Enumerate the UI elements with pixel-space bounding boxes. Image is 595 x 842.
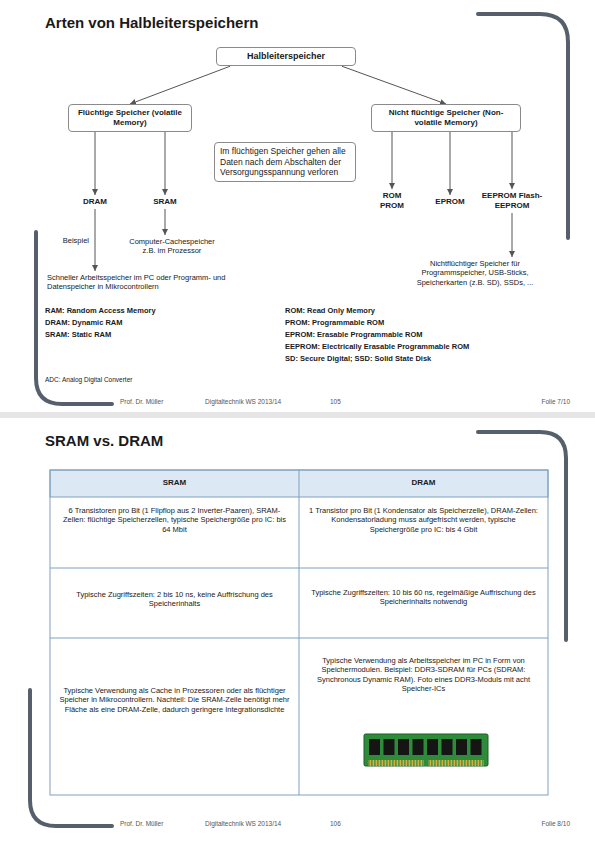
footer-text: Prof. Dr. Müller bbox=[120, 398, 163, 406]
memory-chip bbox=[442, 739, 453, 755]
node-text: Halbleiterspeicher bbox=[222, 51, 350, 62]
frame-curve bbox=[478, 432, 566, 640]
abbreviation: EEPROM: Electrically Erasable Programmab… bbox=[285, 342, 469, 351]
comparison-table bbox=[50, 470, 548, 795]
connector bbox=[392, 132, 393, 189]
connector bbox=[512, 213, 513, 257]
abbreviation: SRAM: Static RAM bbox=[45, 330, 111, 339]
memory-type: ROM PROM bbox=[374, 190, 410, 212]
slide-title: Arten von Halbleiterspeichern bbox=[45, 14, 258, 33]
slide-title: SRAM vs. DRAM bbox=[45, 432, 163, 451]
memory-chip bbox=[413, 739, 424, 755]
table-cell: 1 Transistor pro Bit (1 Kondensator als … bbox=[307, 506, 540, 534]
example-note: Schneller Arbeitsspeicher im PC oder Pro… bbox=[45, 272, 275, 293]
table-cell: Typische Verwendung als Arbeitsspeicher … bbox=[307, 656, 540, 694]
abbreviation: DRAM: Dynamic RAM bbox=[45, 318, 123, 327]
memory-chip bbox=[471, 739, 482, 755]
node-text: Flüchtige Speicher (volatile Memory) bbox=[74, 108, 186, 128]
connector bbox=[165, 209, 166, 235]
memory-chip bbox=[384, 739, 395, 755]
node-text: EPROM bbox=[427, 197, 473, 207]
memory-type: SRAM bbox=[140, 196, 190, 208]
connector bbox=[450, 132, 451, 195]
footer-text: Digitaltechnik WS 2013/14 bbox=[205, 398, 281, 406]
ram-module bbox=[364, 734, 488, 766]
node-text: Computer-Cachespeicher z.B. im Prozessor bbox=[124, 237, 220, 256]
example-note: Computer-Cachespeicher z.B. im Prozessor bbox=[122, 236, 222, 257]
node-text: DRAM bbox=[72, 197, 118, 207]
abbreviation: ADC: Analog Digital Converter bbox=[45, 376, 132, 384]
page-number: 105 bbox=[330, 398, 341, 406]
node-text: Im flüchtigen Speicher gehen alle Daten … bbox=[220, 146, 350, 178]
abbreviation: EPROM: Erasable Programmable ROM bbox=[285, 330, 423, 339]
page-number: 106 bbox=[330, 820, 341, 828]
connector bbox=[130, 66, 230, 104]
node-text: Nichtflüchtiger Speicher für Programmspe… bbox=[407, 259, 543, 287]
node-text: ROM PROM bbox=[376, 191, 408, 211]
connector bbox=[512, 132, 513, 189]
connector bbox=[342, 66, 446, 104]
node-text: Schneller Arbeitsspeicher im PC oder Pro… bbox=[47, 273, 273, 292]
slide-number: Folie 8/10 bbox=[500, 820, 570, 828]
table-cell: Typische Verwendung als Cache in Prozess… bbox=[58, 686, 291, 714]
connector bbox=[95, 132, 96, 195]
footer-text: Digitaltechnik WS 2013/14 bbox=[205, 820, 281, 828]
connector bbox=[165, 132, 166, 195]
slide-separator bbox=[0, 412, 595, 418]
footer-text: Prof. Dr. Müller bbox=[120, 820, 163, 828]
slide-number: Folie 7/10 bbox=[500, 398, 570, 406]
connector bbox=[95, 209, 96, 271]
memory-chip bbox=[427, 739, 438, 755]
table-cell: 6 Transistoren pro Bit (1 Flipflop aus 2… bbox=[58, 506, 291, 534]
node-text: EEPROM Flash-EEPROM bbox=[481, 191, 543, 211]
note-box: Im flüchtigen Speicher gehen alle Daten … bbox=[214, 142, 356, 182]
table-header: DRAM bbox=[299, 478, 548, 488]
abbreviation: SD: Secure Digital; SSD: Solid State Dis… bbox=[285, 354, 431, 363]
memory-chip bbox=[369, 739, 380, 755]
root-box: Halbleiterspeicher bbox=[216, 47, 356, 66]
category-box: Nicht flüchtige Speicher (Non-volatile M… bbox=[371, 104, 521, 132]
category-box: Flüchtige Speicher (volatile Memory) bbox=[68, 104, 192, 132]
edge-label: Beispiel bbox=[62, 236, 90, 245]
memory-chip bbox=[398, 739, 409, 755]
example-note: Nichtflüchtiger Speicher für Programmspe… bbox=[405, 258, 545, 288]
table-header: SRAM bbox=[50, 478, 299, 488]
memory-chip bbox=[456, 739, 467, 755]
abbreviation: PROM: Programmable ROM bbox=[285, 318, 384, 327]
node-text: SRAM bbox=[142, 197, 188, 207]
node-text: Nicht flüchtige Speicher (Non-volatile M… bbox=[377, 108, 515, 128]
abbreviation: RAM: Random Access Memory bbox=[45, 306, 156, 315]
table-cell: Typische Zugriffszeiten: 2 bis 10 ns, ke… bbox=[58, 590, 291, 609]
abbreviation: ROM: Read Only Memory bbox=[285, 306, 375, 315]
memory-type: EPROM bbox=[425, 196, 475, 208]
memory-type: EEPROM Flash-EEPROM bbox=[479, 190, 545, 212]
memory-type: DRAM bbox=[70, 196, 120, 208]
table-cell: Typische Zugriffszeiten: 10 bis 60 ns, r… bbox=[307, 588, 540, 607]
